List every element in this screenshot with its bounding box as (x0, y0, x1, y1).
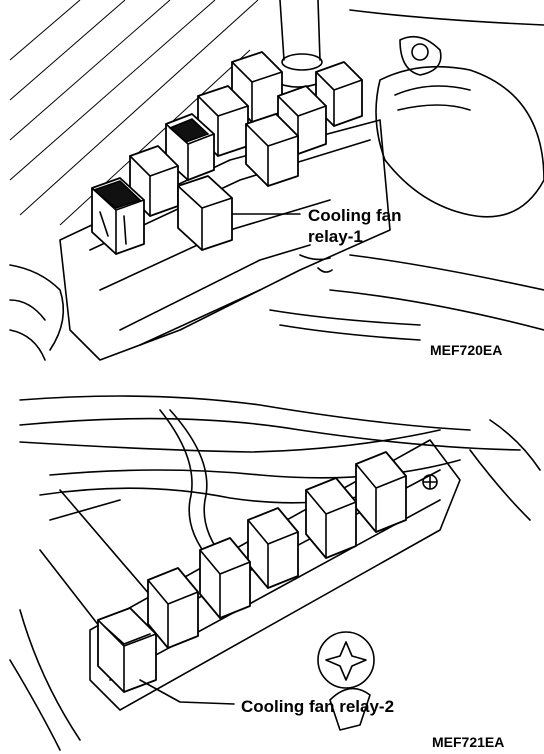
figure-code-top: MEF720EA (430, 342, 503, 358)
callout-line-1: Cooling fan (308, 206, 402, 225)
cooling-fan-relay-1 (177, 175, 233, 251)
relay-cube (305, 477, 357, 559)
relay-cube (355, 451, 407, 533)
bolt-icon (422, 474, 438, 490)
cooling-fan-relay-2 (97, 607, 157, 693)
relay-cube (147, 567, 199, 649)
figure-code-bottom: MEF721EA (432, 734, 505, 750)
callout-line-2: relay-1 (308, 227, 363, 246)
relay2-leader-line (139, 679, 235, 705)
relay-box-drawing-top (9, 0, 544, 361)
relay-box-drawing-bottom (9, 395, 541, 751)
relay-cube (199, 537, 251, 619)
relay-cube (245, 113, 299, 187)
relay-tray (89, 439, 461, 711)
relay-cube (165, 113, 215, 181)
clip-opening (317, 631, 375, 689)
cooling-fan-relay-2-callout: Cooling fan relay-2 (241, 697, 395, 716)
engine-bay-illustration-top: Cooling fan relay-1 MEF720EA (0, 0, 544, 370)
relay-cube (315, 61, 363, 127)
relay-cube (247, 507, 299, 589)
engine-bay-illustration-bottom: Cooling fan relay-2 MEF721EA (0, 380, 544, 754)
reservoir (375, 65, 544, 218)
relay-cube-dark (91, 177, 145, 255)
cooling-fan-relay-1-callout: Cooling fan relay-1 (308, 205, 401, 247)
